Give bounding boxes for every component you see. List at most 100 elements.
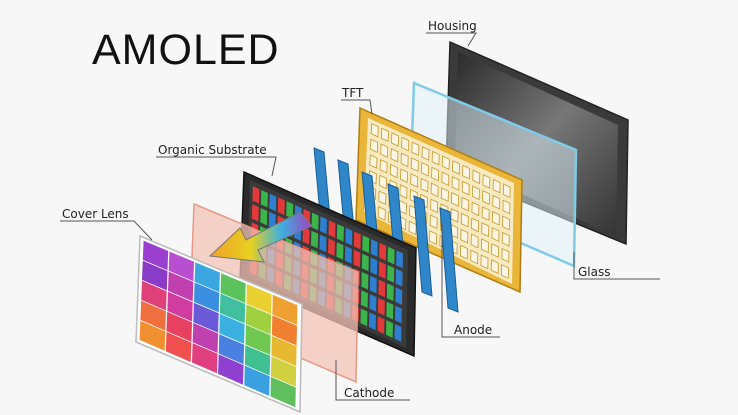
tft-cell (441, 155, 450, 171)
subpixel (395, 268, 403, 287)
tft-cell (430, 182, 439, 198)
lens-color-cell (142, 240, 169, 271)
lens-color-cell (166, 311, 192, 342)
tft-cell (441, 171, 450, 187)
lens-color-cell (245, 324, 271, 355)
tft-cell (481, 206, 490, 221)
tft-cell (450, 208, 459, 223)
lens-color-cell (270, 356, 297, 387)
tft-cell (410, 173, 419, 188)
tft-cell (451, 192, 460, 207)
subpixel (251, 204, 259, 222)
tft-cell (492, 194, 501, 210)
lens-color-cell (192, 343, 218, 374)
lens-color-cell (272, 294, 298, 325)
subpixel (394, 324, 402, 342)
lens-color-cell (167, 291, 193, 322)
label-cathode: Cathode (344, 386, 395, 400)
tft-cell (369, 154, 378, 169)
subpixel (396, 250, 403, 269)
tft-cell (410, 157, 419, 172)
lens-color-cell (219, 293, 246, 324)
tft-cell (401, 136, 410, 152)
lens-color-cell (193, 302, 219, 333)
subpixel (377, 316, 385, 334)
tft-cell (480, 254, 489, 270)
label-tft: TFT (342, 86, 364, 100)
lens-color-cell (192, 322, 219, 353)
tft-cell (480, 238, 489, 254)
subpixel (360, 308, 368, 327)
label-organic-substrate: Organic Substrate (158, 143, 267, 157)
tft-cell (471, 201, 480, 217)
subpixel (269, 193, 277, 212)
subpixel (394, 305, 402, 324)
lens-color-cell (246, 284, 272, 314)
subpixel (328, 238, 335, 256)
tft-cell (431, 150, 440, 166)
tft-cell (502, 215, 511, 231)
tft-cell (460, 228, 469, 244)
tft-cell (430, 198, 439, 214)
subpixel (360, 290, 368, 308)
tft-cell (471, 185, 480, 201)
subpixel (353, 249, 361, 268)
tft-cell (370, 122, 379, 138)
tft-cell (370, 138, 379, 154)
subpixel (320, 216, 327, 234)
subpixel (378, 279, 386, 298)
cover-lens-layer (135, 234, 303, 414)
tft-cell (431, 166, 440, 182)
subpixel (379, 242, 387, 261)
tft-cell (421, 146, 430, 161)
lens-color-cell (194, 262, 220, 293)
subpixel (378, 261, 386, 279)
lens-color-cell (168, 251, 194, 282)
lens-color-cell (139, 320, 166, 351)
subpixel (336, 224, 344, 242)
lens-color-cell (220, 273, 246, 304)
tft-cell (440, 187, 449, 202)
tft-cell (400, 168, 409, 184)
lens-color-cell (165, 331, 192, 362)
subpixel (377, 297, 385, 316)
subpixel (252, 186, 260, 204)
tft-cell (491, 243, 500, 258)
tft-cell (380, 127, 389, 143)
subpixel (361, 253, 369, 272)
tft-cell (470, 233, 479, 249)
tft-cell (390, 147, 399, 163)
lens-color-cell (244, 345, 271, 376)
lens-color-cell (244, 365, 270, 396)
lens-color-cell (219, 313, 245, 344)
tft-cell (471, 217, 480, 233)
tft-cell (501, 247, 510, 263)
lens-color-cell (142, 260, 168, 291)
tft-cell (462, 164, 471, 180)
subpixel (328, 220, 336, 238)
lens-color-cell (218, 354, 244, 385)
subpixel (260, 190, 268, 208)
diagram-title: AMOLED (92, 26, 280, 74)
lens-color-cell (270, 376, 296, 408)
subpixel (268, 211, 276, 230)
tft-cell (389, 163, 398, 179)
tft-cell (378, 190, 387, 205)
label-anode: Anode (454, 323, 493, 337)
subpixel (344, 246, 352, 264)
tft-cell (501, 231, 510, 247)
tft-cell (429, 230, 438, 245)
tft-cell (429, 214, 438, 230)
lens-color-cell (141, 280, 167, 311)
subpixel (386, 283, 394, 302)
subpixel (370, 239, 378, 257)
tft-cell (420, 162, 429, 177)
subpixel (260, 208, 268, 226)
tft-cell (452, 160, 460, 175)
label-glass: Glass (578, 265, 611, 279)
anode-layer (313, 147, 459, 313)
lens-color-cell (271, 315, 297, 346)
tft-cell (490, 259, 499, 275)
leader-lines (60, 32, 660, 401)
